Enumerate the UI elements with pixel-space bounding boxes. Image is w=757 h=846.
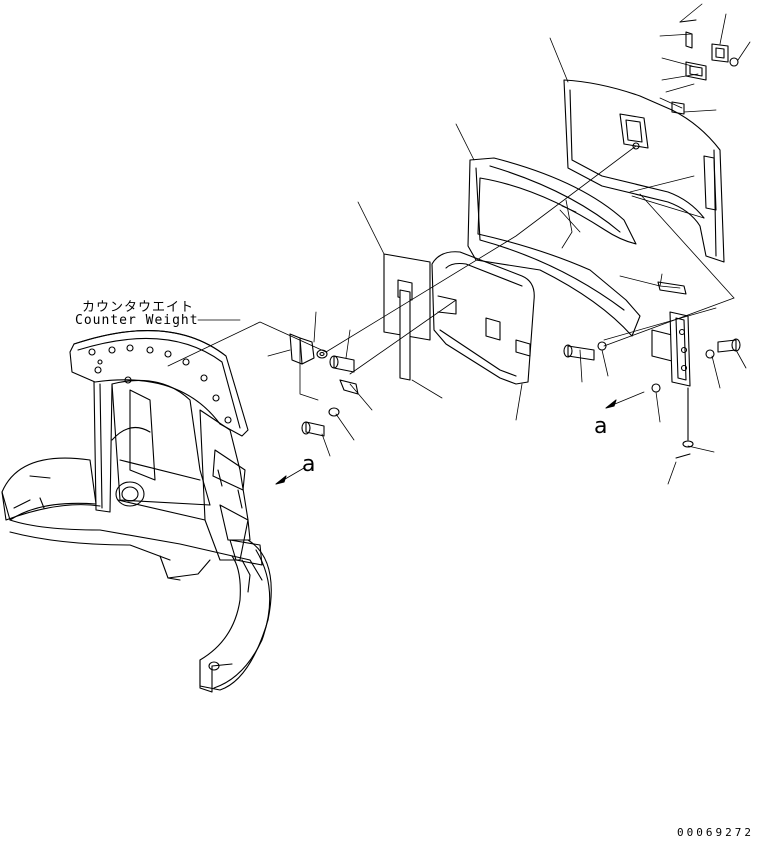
counter-weight-label-english: Counter Weight xyxy=(75,313,199,328)
leader-lines xyxy=(168,4,750,484)
cover-plate xyxy=(564,80,724,262)
main-frame xyxy=(2,331,271,692)
counter-weight-label-japanese: カウンタウエイト xyxy=(82,300,195,315)
view-reference-right: a xyxy=(594,414,608,439)
top-right-parts xyxy=(680,20,738,80)
gasket-frame xyxy=(468,158,640,336)
drawing-number: 00069272 xyxy=(677,826,754,839)
view-reference-left: a xyxy=(302,452,316,477)
hinge-assembly xyxy=(564,282,740,458)
view-arrows xyxy=(276,400,616,484)
weight-plate xyxy=(384,254,430,380)
counterweight-block xyxy=(432,252,534,384)
